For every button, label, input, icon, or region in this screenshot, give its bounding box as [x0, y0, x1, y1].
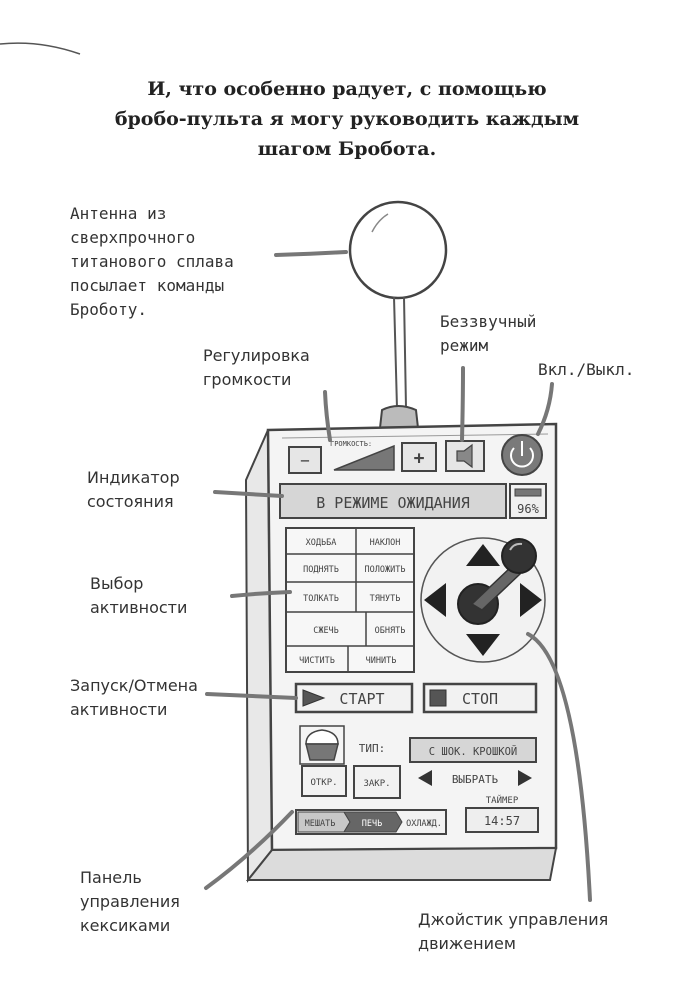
open-button[interactable]: ОТКР.: [301, 765, 347, 797]
callout-joystick: Джойстик управления движением: [418, 910, 609, 953]
callout-cupcake: Панель управления кексиками: [80, 868, 180, 935]
pointer-activity: [230, 590, 292, 598]
play-icon: [302, 689, 326, 707]
pointer-start: [205, 692, 298, 700]
activity-repair[interactable]: ЧИНИТЬ: [366, 656, 397, 666]
power-button[interactable]: [501, 434, 543, 476]
intro-line-1: И, что особенно радует, с помощью: [147, 78, 547, 100]
intro-text: И, что особенно радует, с помощью бробо-…: [60, 74, 634, 164]
callout-status: Индикатор состояния: [87, 468, 180, 511]
activity-lift[interactable]: ПОДНЯТЬ: [303, 565, 339, 575]
pointer-volume: [323, 390, 332, 442]
power-icon: [510, 447, 534, 468]
select-label: ВЫБРАТЬ: [452, 773, 499, 786]
timer-display: [465, 807, 539, 833]
stop-icon: [429, 689, 447, 707]
joystick[interactable]: [420, 537, 546, 663]
arrow-right-icon[interactable]: [520, 583, 542, 617]
stop-button[interactable]: СТОП: [422, 682, 538, 714]
intro-line-2: бробо-пульта я могу руководить каждым: [114, 108, 580, 130]
activity-clean[interactable]: ЧИСТИТЬ: [299, 656, 335, 666]
callout-power: Вкл./Выкл.: [538, 360, 635, 379]
select-left-arrow-icon[interactable]: [418, 770, 432, 786]
volume-minus-button[interactable]: −: [288, 446, 322, 474]
callout-start-cancel: Запуск/Отмена активности: [70, 676, 198, 719]
pointer-status: [213, 490, 284, 498]
volume-plus-button[interactable]: +: [401, 442, 437, 472]
activity-walk[interactable]: ХОДЬБА: [306, 538, 337, 548]
type-value-box[interactable]: [409, 737, 537, 763]
status-text: В РЕЖИМЕ ОЖИДАНИЯ: [316, 494, 470, 512]
open-label: ОТКР.: [310, 778, 337, 788]
type-value: С ШОК. КРОШКОЙ: [429, 745, 518, 758]
volume-level-icon: [333, 444, 395, 471]
timer-label: ТАЙМЕР: [486, 794, 519, 806]
stage-mix[interactable]: МЕШАТЬ: [305, 819, 336, 829]
type-label: ТИП:: [359, 742, 386, 755]
arrow-left-icon[interactable]: [424, 583, 446, 617]
intro-line-3: шагом Бробота.: [257, 138, 437, 160]
volume-label: ГРОМКОСТЬ:: [330, 440, 372, 448]
stage-cool[interactable]: ОХЛАЖД.: [406, 819, 442, 829]
mute-button[interactable]: [445, 440, 485, 472]
activity-push[interactable]: ТОЛКАТЬ: [303, 594, 339, 604]
volume-minus-label: −: [300, 451, 310, 470]
pointer-mute: [460, 366, 465, 442]
corner-stroke: [0, 42, 81, 55]
antenna: [348, 200, 448, 429]
arrow-down-icon[interactable]: [466, 634, 500, 656]
activity-pull[interactable]: ТЯНУТЬ: [370, 594, 401, 604]
stage-bake[interactable]: ПЕЧЬ: [362, 819, 382, 829]
activity-put-down[interactable]: ПОЛОЖИТЬ: [365, 565, 406, 575]
volume-plus-label: +: [414, 448, 425, 469]
callout-antenna: Антенна из сверхпрочного титанового спла…: [70, 204, 234, 319]
battery-indicator: 96%: [509, 483, 547, 519]
activity-lean[interactable]: НАКЛОН: [370, 538, 401, 548]
close-button[interactable]: ЗАКР.: [353, 765, 401, 799]
timer-value: 14:57: [484, 814, 520, 828]
start-label: СТАРТ: [339, 690, 384, 708]
callout-mute: Беззвучный режим: [440, 312, 537, 355]
stage-selector[interactable]: МЕШАТЬ ПЕЧЬ ОХЛАЖД.: [295, 809, 447, 835]
speaker-icon: [456, 443, 473, 469]
pointer-joystick: [526, 632, 592, 902]
cupcake-icon: [305, 729, 339, 745]
start-button[interactable]: СТАРТ: [294, 682, 414, 714]
callout-pointers: [204, 250, 592, 902]
activity-hug[interactable]: ОБНЯТЬ: [375, 626, 406, 636]
callout-volume: Регулировка громкости: [203, 346, 310, 389]
pointer-cupcake: [204, 810, 294, 890]
select-right-arrow-icon[interactable]: [518, 770, 532, 786]
cupcake-panel: ТИП: С ШОК. КРОШКОЙ ОТКР. ЗАКР. ВЫБРАТЬ …: [295, 725, 539, 835]
battery-percent: 96%: [517, 502, 539, 516]
pointer-power: [536, 382, 554, 436]
activity-burn[interactable]: СЖЕЧЬ: [313, 626, 339, 636]
status-display: В РЕЖИМЕ ОЖИДАНИЯ: [279, 483, 507, 519]
arrow-up-icon[interactable]: [466, 544, 500, 566]
close-label: ЗАКР.: [363, 779, 390, 789]
pointer-antenna: [274, 250, 348, 257]
callout-activity: Выбор активности: [90, 574, 188, 617]
activity-grid: ХОДЬБА НАКЛОН ПОДНЯТЬ ПОЛОЖИТЬ ТОЛКАТЬ Т…: [285, 527, 415, 673]
stop-label: СТОП: [462, 690, 498, 708]
